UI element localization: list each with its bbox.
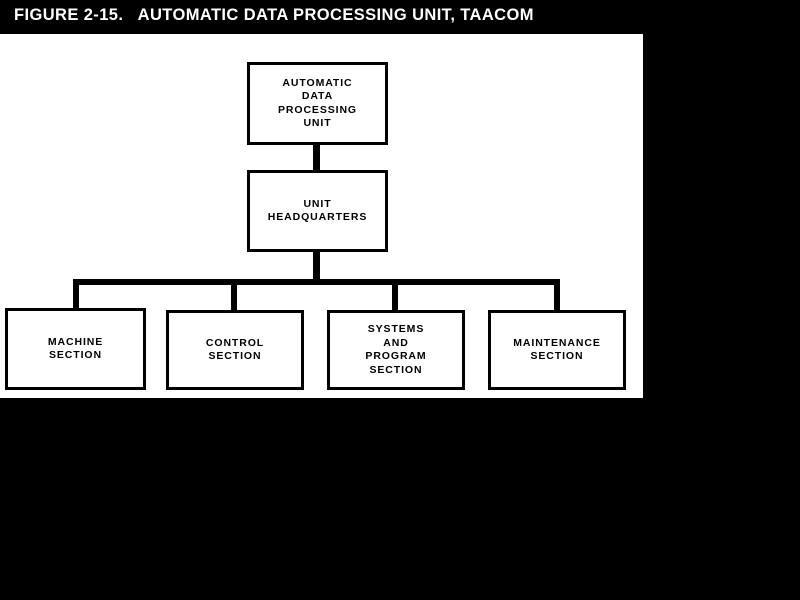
diagram-canvas: AUTOMATIC DATA PROCESSING UNIT UNIT HEAD… [0, 34, 643, 398]
node-label: AUTOMATIC DATA PROCESSING UNIT [277, 76, 357, 130]
connector-headquarters-to-bus [313, 252, 320, 282]
connector-leg-control [231, 279, 237, 310]
connector-leg-maintenance [554, 279, 560, 310]
connector-adpu-to-headquarters [313, 145, 320, 170]
node-control-section[interactable]: CONTROL SECTION [166, 310, 304, 390]
node-automatic-data-processing-unit[interactable]: AUTOMATIC DATA PROCESSING UNIT [247, 62, 388, 145]
node-unit-headquarters[interactable]: UNIT HEADQUARTERS [247, 170, 388, 252]
node-label: CONTROL SECTION [205, 336, 265, 363]
node-machine-section[interactable]: MACHINE SECTION [5, 308, 146, 390]
node-systems-and-program-section[interactable]: SYSTEMS AND PROGRAM SECTION [327, 310, 465, 390]
node-maintenance-section[interactable]: MAINTENANCE SECTION [488, 310, 626, 390]
connector-leg-machine [73, 279, 79, 308]
page-title: FIGURE 2-15. AUTOMATIC DATA PROCESSING U… [14, 5, 534, 24]
figure-title-band: FIGURE 2-15. AUTOMATIC DATA PROCESSING U… [0, 0, 800, 30]
connector-horizontal-bus [73, 279, 560, 285]
node-label: MACHINE SECTION [47, 335, 104, 362]
node-label: UNIT HEADQUARTERS [267, 197, 368, 224]
connector-leg-systems [392, 279, 398, 310]
node-label: SYSTEMS AND PROGRAM SECTION [365, 323, 427, 376]
node-label: MAINTENANCE SECTION [513, 336, 601, 363]
